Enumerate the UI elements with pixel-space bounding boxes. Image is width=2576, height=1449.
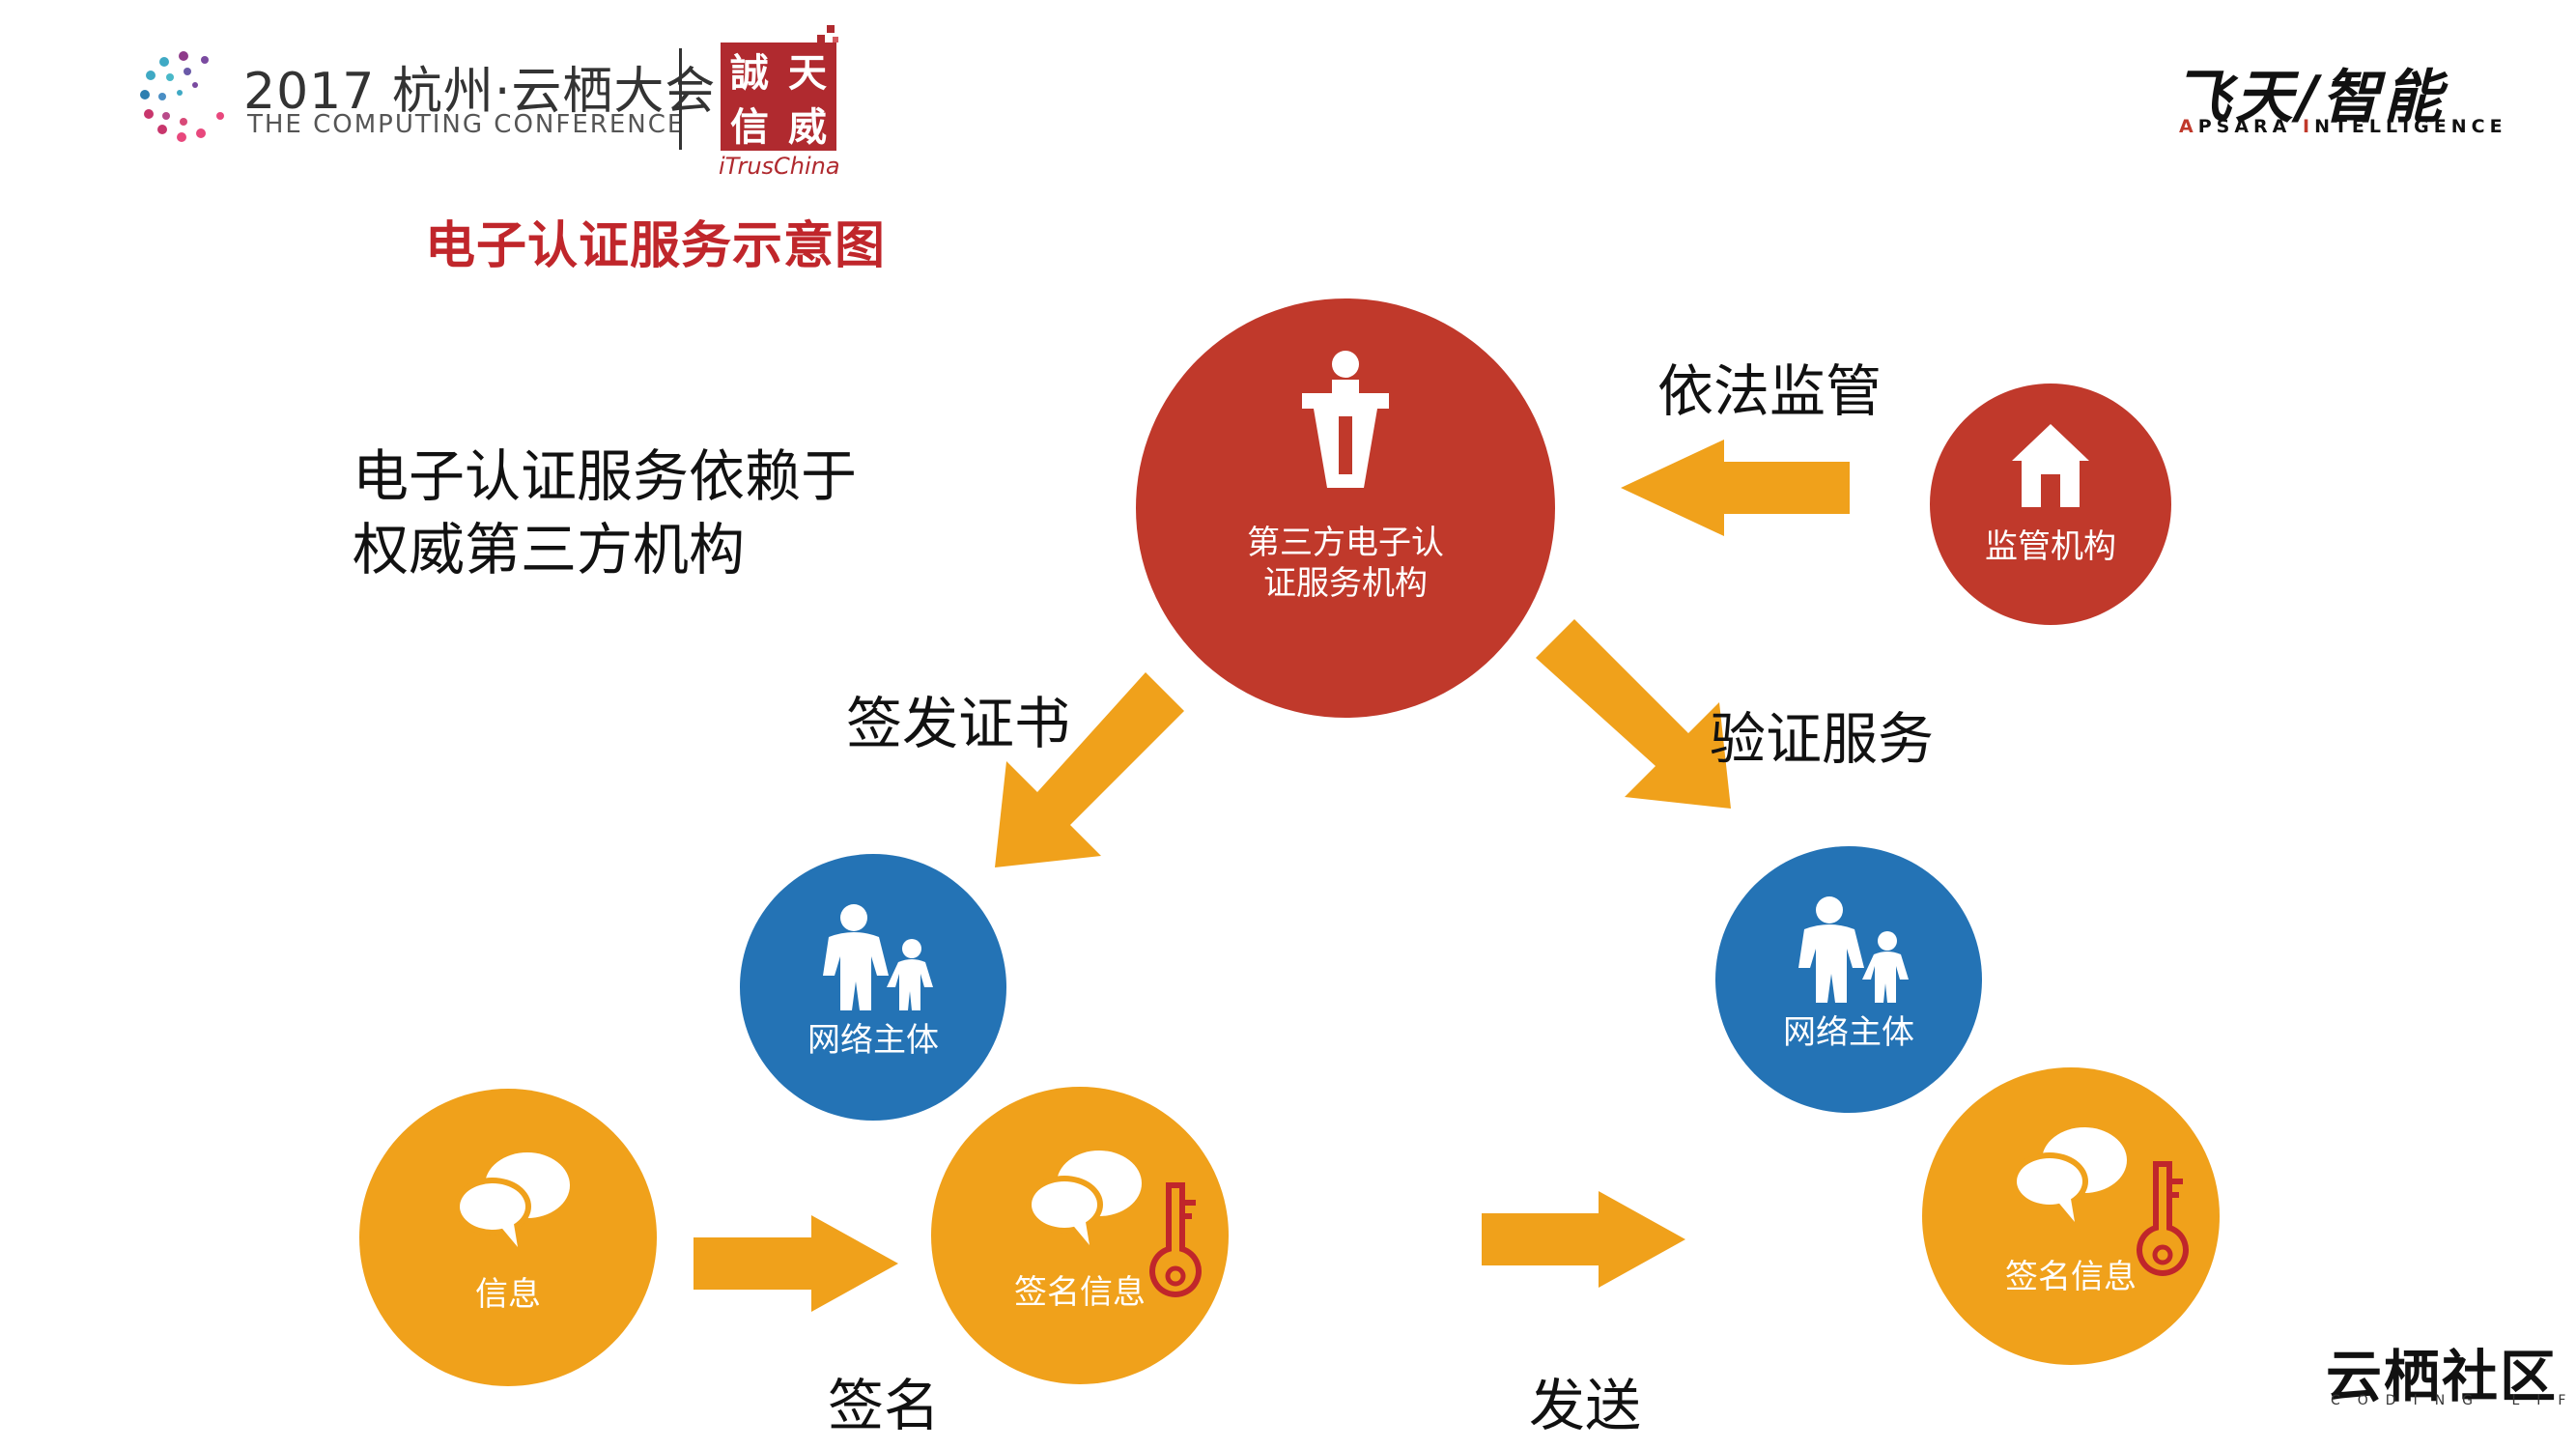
arrow-verify bbox=[1536, 619, 1731, 809]
speech-bubble-icon bbox=[2011, 1127, 2127, 1222]
arrow-issue-cert bbox=[995, 672, 1184, 867]
signed-left-label: 签名信息 bbox=[1014, 1273, 1146, 1312]
arrow-supervision bbox=[1621, 440, 1850, 536]
itrus-char: 誠 bbox=[730, 50, 769, 96]
ca-node-label-line-1: 第三方电子认 bbox=[1247, 524, 1444, 562]
people-icon bbox=[823, 904, 933, 1010]
info-node: 信息 bbox=[359, 1089, 657, 1386]
itrus-char: 天 bbox=[788, 50, 827, 96]
apsara-logo-text: 飞天/智能 bbox=[2173, 64, 2446, 131]
conference-subtitle: THE COMPUTING CONFERENCE bbox=[247, 110, 686, 139]
community-logo-text: 云栖社区 bbox=[2326, 1344, 2559, 1409]
description: 电子认证服务依赖于 权威第三方机构 bbox=[353, 440, 857, 586]
subject-right-node: 网络主体 bbox=[1715, 846, 1982, 1113]
regulator-node: 监管机构 bbox=[1930, 384, 2171, 625]
arrow-sign bbox=[694, 1215, 898, 1312]
ca-node-label-line-2: 证服务机构 bbox=[1263, 564, 1428, 603]
house-icon bbox=[2012, 424, 2089, 507]
header-divider bbox=[679, 48, 682, 150]
subject-left-node: 网络主体 bbox=[740, 854, 1006, 1121]
apsara-rest-a: PSARA bbox=[2197, 116, 2303, 137]
page-title: 电子认证服务示意图 bbox=[425, 217, 887, 275]
apsara-logo-subtitle: APSARA INTELLIGENCE bbox=[2179, 116, 2507, 137]
signed-right-label: 签名信息 bbox=[2005, 1258, 2137, 1296]
description-line-2: 权威第三方机构 bbox=[353, 517, 746, 582]
signed-right-node: 签名信息 bbox=[1922, 1067, 2220, 1365]
label-supervision: 依法监管 bbox=[1657, 358, 1882, 424]
subject-left-label: 网络主体 bbox=[807, 1021, 939, 1060]
label-verify: 验证服务 bbox=[1710, 706, 1935, 772]
info-label: 信息 bbox=[475, 1275, 541, 1314]
conference-title: 2017 杭州·云栖大会 bbox=[243, 63, 717, 121]
ca-node-label: 第三方电子认 证服务机构 bbox=[1136, 523, 1555, 604]
apsara-initial-a: A bbox=[2179, 116, 2198, 137]
label-sign: 签名 bbox=[828, 1373, 941, 1438]
itrus-name: iTrusChina bbox=[719, 153, 840, 180]
apsara-rest-i: NTELLIGENCE bbox=[2314, 116, 2507, 137]
speech-bubble-icon bbox=[1026, 1151, 1142, 1245]
key-icon bbox=[1149, 1182, 1202, 1297]
signed-left-node: 签名信息 bbox=[931, 1087, 1229, 1384]
itrus-logo: 誠 天 信 威 bbox=[721, 43, 836, 151]
description-line-1: 电子认证服务依赖于 bbox=[353, 443, 858, 509]
ca-node: 第三方电子认 证服务机构 bbox=[1136, 298, 1555, 718]
community-logo-subtitle: CODING LIFE bbox=[2331, 1393, 2576, 1408]
people-icon bbox=[1798, 896, 1909, 1003]
itrus-char: 威 bbox=[788, 104, 827, 150]
subject-right-label: 网络主体 bbox=[1783, 1013, 1914, 1052]
podium-icon bbox=[1302, 351, 1389, 488]
arrow-send bbox=[1482, 1191, 1685, 1288]
conference-logo bbox=[140, 51, 224, 142]
apsara-initial-i: I bbox=[2302, 116, 2315, 137]
key-icon bbox=[2137, 1161, 2189, 1276]
itrus-pixel-decoration bbox=[817, 25, 838, 43]
regulator-label: 监管机构 bbox=[1985, 527, 2116, 566]
speech-bubble-icon bbox=[454, 1152, 570, 1247]
label-send: 发送 bbox=[1529, 1373, 1642, 1438]
itrus-char: 信 bbox=[730, 104, 769, 150]
label-issue-cert: 签发证书 bbox=[846, 691, 1071, 756]
